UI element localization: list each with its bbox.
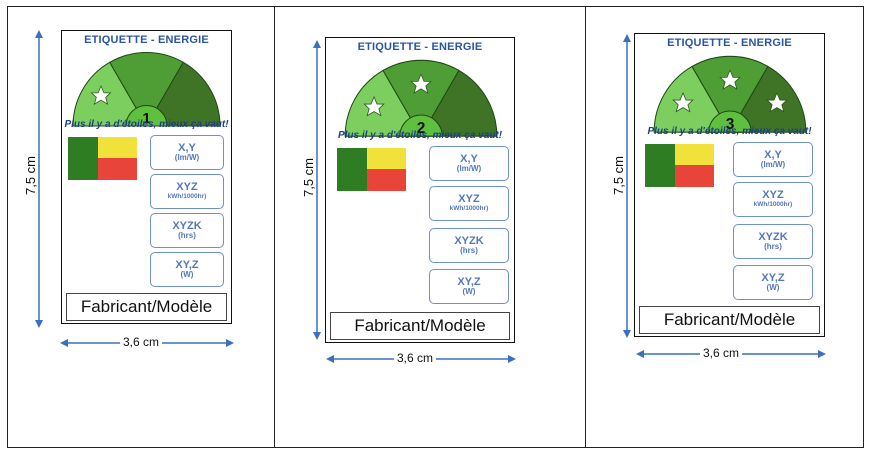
- spec-box-power: XY,Z(W): [429, 269, 509, 304]
- rating-number: 3: [726, 116, 735, 133]
- energy-label: ETIQUETTE - ENERGIE 2 Plus il y a d'étoi…: [325, 37, 515, 343]
- spec-box-efficacy: X,Y(lm/W): [150, 135, 224, 170]
- spec-box-lifetime: XYZK(hrs): [150, 213, 224, 248]
- height-arrow: [623, 34, 631, 338]
- gauge-sector-2: [382, 59, 460, 138]
- rating-number: 2: [417, 120, 426, 137]
- color-flag: [68, 137, 137, 180]
- label-slogan: Plus il y a d'étoiles, mieux ça vaut!: [647, 126, 812, 137]
- manufacturer-model: Fabricant/Modèle: [66, 293, 227, 321]
- manufacturer-model: Fabricant/Modèle: [330, 312, 510, 340]
- gauge-sector-3: [145, 61, 221, 127]
- star-icon: [672, 91, 694, 113]
- width-label: 3,6 cm: [394, 351, 437, 365]
- star-icon: [766, 91, 788, 113]
- width-label: 3,6 cm: [120, 335, 163, 349]
- height-arrow: [35, 30, 43, 328]
- energy-label: ETIQUETTE - ENERGIE 1 Plus il y a d'étoi…: [61, 30, 232, 324]
- star-icon: [719, 69, 741, 90]
- gauge-sector-3: [420, 69, 498, 137]
- label-title: ETIQUETTE - ENERGIE: [84, 34, 209, 46]
- spec-box-power: XY,Z(W): [150, 252, 224, 287]
- star-rating-gauge: 1: [72, 52, 221, 127]
- column-divider: [274, 6, 275, 448]
- energy-label: ETIQUETTE - ENERGIE 3 Plus il y a d'étoi…: [634, 33, 825, 337]
- star-icon: [90, 84, 112, 105]
- outer-frame: [7, 6, 864, 448]
- gauge-sector-1: [653, 65, 731, 133]
- width-label: 3,6 cm: [700, 346, 743, 360]
- column-divider: [585, 6, 586, 448]
- spec-box-power: XY,Z(W): [733, 265, 813, 300]
- star-icon: [410, 73, 432, 94]
- star-icon: [363, 95, 385, 117]
- label-slogan: Plus il y a d'étoiles, mieux ça vaut!: [337, 130, 503, 141]
- spec-box-efficacy: X,Y(lm/W): [429, 146, 509, 181]
- height-arrow: [313, 40, 321, 340]
- height-label: 7,5 cm: [301, 157, 317, 198]
- spec-box-efficacy: X,Y(lm/W): [733, 142, 813, 177]
- spec-box-lifetime: XYZK(hrs): [429, 228, 509, 263]
- gauge-hub: [708, 110, 752, 133]
- color-flag: [645, 144, 714, 187]
- gauge-sector-3: [729, 65, 807, 133]
- label-title: ETIQUETTE - ENERGIE: [357, 41, 483, 53]
- rating-number: 1: [142, 110, 150, 127]
- color-flag: [337, 148, 406, 191]
- manufacturer-model: Fabricant/Modèle: [639, 306, 820, 334]
- label-slogan: Plus il y a d'étoiles, mieux ça vaut!: [64, 119, 229, 130]
- gauge-sector-2: [691, 55, 769, 134]
- gauge-sector-2: [109, 52, 184, 127]
- height-label: 7,5 cm: [611, 155, 627, 196]
- star-rating-gauge: 2: [344, 59, 498, 138]
- star-rating-gauge: 3: [653, 55, 807, 134]
- spec-box-lifetime: XYZK(hrs): [733, 224, 813, 259]
- gauge-hub: [125, 105, 168, 127]
- gauge-sector-1: [344, 69, 422, 137]
- gauge-sector-1: [72, 61, 148, 127]
- height-label: 7,5 cm: [23, 155, 39, 196]
- gauge-hub: [399, 114, 443, 137]
- label-title: ETIQUETTE - ENERGIE: [667, 37, 792, 49]
